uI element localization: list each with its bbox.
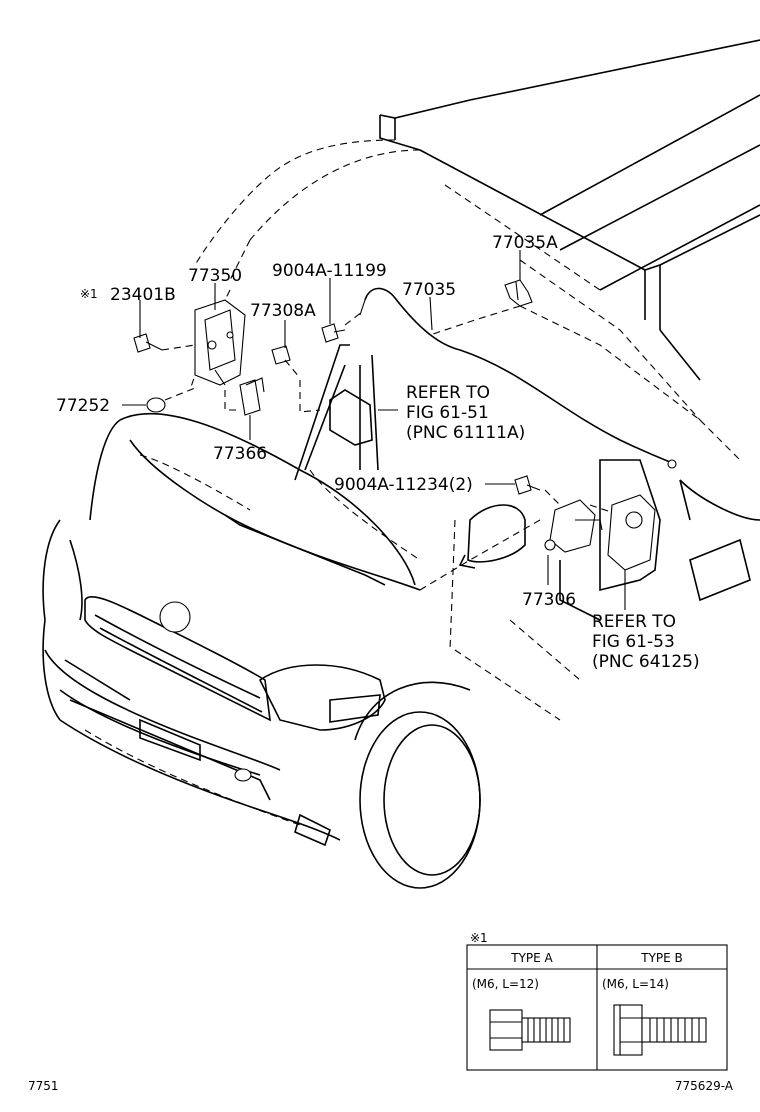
- footer-right-code: 775629-A: [675, 1079, 734, 1093]
- type-a-bolt-drawing: [489, 1009, 571, 1051]
- cap-77252-part: [146, 387, 196, 413]
- label-77308a: 77308A: [250, 301, 316, 321]
- leader-lines: [122, 250, 626, 610]
- refer-2-line-2: FIG 61-53: [592, 632, 675, 652]
- label-77366: 77366: [213, 444, 267, 464]
- label-77306: 77306: [522, 590, 576, 610]
- label-23401b: 23401B: [110, 285, 176, 305]
- release-cable-77035-part: [344, 287, 677, 469]
- type-a-header: TYPE A: [510, 951, 553, 965]
- refer-2-line-3: (PNC 64125): [592, 652, 700, 672]
- hood-lock-77350-part: [194, 299, 246, 386]
- label-9004a-11199: 9004A-11199: [272, 261, 387, 281]
- refer-2-line-1: REFER TO: [592, 612, 676, 632]
- bolt-23401b-part: [133, 333, 196, 353]
- clip-77366-part: [224, 377, 265, 416]
- footer-left-code: 7751: [28, 1079, 59, 1093]
- label-77252: 77252: [56, 396, 110, 416]
- type-b-spec: (M6, L=14): [602, 977, 669, 991]
- bolt-9004a-11234-part: [514, 475, 541, 495]
- bolt-type-table: ※1 TYPE A TYPE B (M6, L=12) (M6, L=14): [466, 931, 728, 1071]
- label-77350: 77350: [188, 266, 242, 286]
- label-9004a-11234: 9004A-11234(2): [334, 475, 473, 495]
- clamp-77035a-part: [429, 279, 701, 421]
- latch-77306-part: [544, 489, 656, 571]
- refer-1-line-1: REFER TO: [406, 383, 490, 403]
- label-77035: 77035: [402, 280, 456, 300]
- type-a-spec: (M6, L=12): [472, 977, 539, 991]
- type-b-bolt-drawing: [613, 1004, 707, 1056]
- refer-1-line-2: FIG 61-51: [406, 403, 489, 423]
- note-mark-label: ※1: [80, 287, 98, 301]
- label-77035a: 77035A: [492, 233, 558, 253]
- screw-9004a-11199-part: [321, 323, 346, 343]
- refer-1-line-3: (PNC 61111A): [406, 423, 525, 443]
- table-note-mark: ※1: [470, 931, 488, 945]
- grommet-77308a-part: [271, 345, 321, 413]
- type-b-header: TYPE B: [640, 951, 683, 965]
- vehicle-outline: [42, 39, 760, 889]
